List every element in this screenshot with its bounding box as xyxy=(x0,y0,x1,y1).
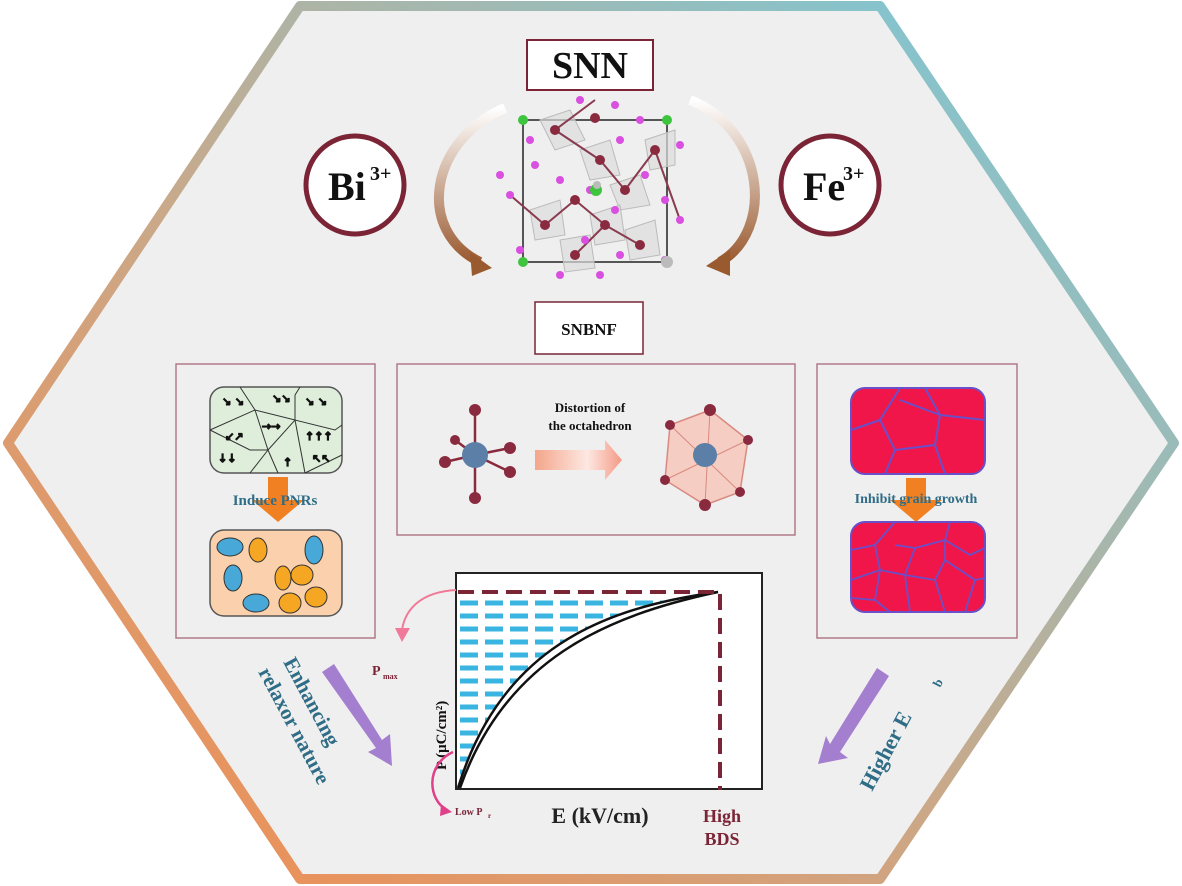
high-bds-line1: High xyxy=(703,806,741,826)
panel-pnrs: ↘ ↘ ↘↘ ↘ ↘ ↙↗ →→ ↑↑↑ ↓↓ ↑ ↖↖ Induce PNRs xyxy=(175,363,376,639)
arrowhead-left-icon xyxy=(470,252,492,276)
svg-text:↘↘: ↘↘ xyxy=(272,392,290,405)
snbnf-label: SNBNF xyxy=(561,320,617,339)
regular-octahedron xyxy=(439,404,516,504)
distorted-octahedron xyxy=(660,404,753,511)
panel-octahedron: Distortion of the octahedron xyxy=(396,363,796,536)
arrowhead-right-icon xyxy=(706,250,730,276)
snbnf-label-box xyxy=(534,301,644,355)
svg-text:→→: →→ xyxy=(262,420,280,433)
purple-arrow-right-icon xyxy=(818,668,889,764)
pmax-label: P xyxy=(372,664,381,679)
crystal-structure xyxy=(496,96,684,279)
svg-text:↘ ↘: ↘ ↘ xyxy=(305,395,327,408)
svg-text:↑↑↑: ↑↑↑ xyxy=(305,430,333,443)
coarse-grain-diagram xyxy=(850,387,986,475)
svg-text:↑: ↑ xyxy=(283,456,292,469)
bi-dopant: Bi 3+ xyxy=(303,133,407,237)
induce-pnrs-caption: Induce PNRs xyxy=(233,493,318,509)
distortion-caption-line2: the octahedron xyxy=(548,418,632,433)
pmax-arrow-icon xyxy=(401,589,457,631)
snn-label: SNN xyxy=(552,45,628,87)
chart-frame xyxy=(455,572,763,790)
bi-symbol: Bi xyxy=(328,164,366,209)
snn-label-box: SNN xyxy=(526,39,654,91)
svg-text:↖↖: ↖↖ xyxy=(312,452,330,465)
y-axis-label: P (μC/cm²) xyxy=(434,701,450,770)
distortion-caption-line1: Distortion of xyxy=(555,400,626,415)
down-arrow-icon xyxy=(252,477,304,522)
svg-text:↘ ↘: ↘ ↘ xyxy=(222,395,244,408)
curved-arrow-right-icon xyxy=(688,95,760,267)
svg-text:↙↗: ↙↗ xyxy=(225,430,243,443)
low-pr-subscript: r xyxy=(488,812,491,820)
pe-curve-upper xyxy=(456,590,719,789)
svg-text:↓↓: ↓↓ xyxy=(218,452,236,465)
purple-arrow-left-icon xyxy=(322,664,392,766)
bi-charge: 3+ xyxy=(370,163,391,185)
inhibit-grain-caption: Inhibit grain growth xyxy=(855,492,978,507)
curved-arrow-left-icon xyxy=(433,103,508,267)
fe-symbol: Fe xyxy=(803,164,845,209)
pe-loop-chart: P (μC/cm²) E (kV/cm) P max Low P r High … xyxy=(372,572,763,849)
hexagon-frame xyxy=(3,1,1179,884)
panel-grain: Inhibit grain growth xyxy=(816,363,1018,639)
fe-charge: 3+ xyxy=(843,163,864,185)
transform-arrow-icon xyxy=(535,440,622,480)
pmax-dashed-line xyxy=(458,590,722,790)
x-axis-label: E (kV/cm) xyxy=(551,803,648,828)
high-bds-line2: BDS xyxy=(704,829,739,849)
down-arrow-icon xyxy=(890,478,942,522)
pe-curve-lower xyxy=(458,590,719,789)
fine-grain-diagram xyxy=(850,521,986,613)
low-pr-label: Low P xyxy=(455,807,483,818)
fe-dopant: Fe 3+ xyxy=(778,133,882,237)
pmax-subscript: max xyxy=(383,672,398,681)
